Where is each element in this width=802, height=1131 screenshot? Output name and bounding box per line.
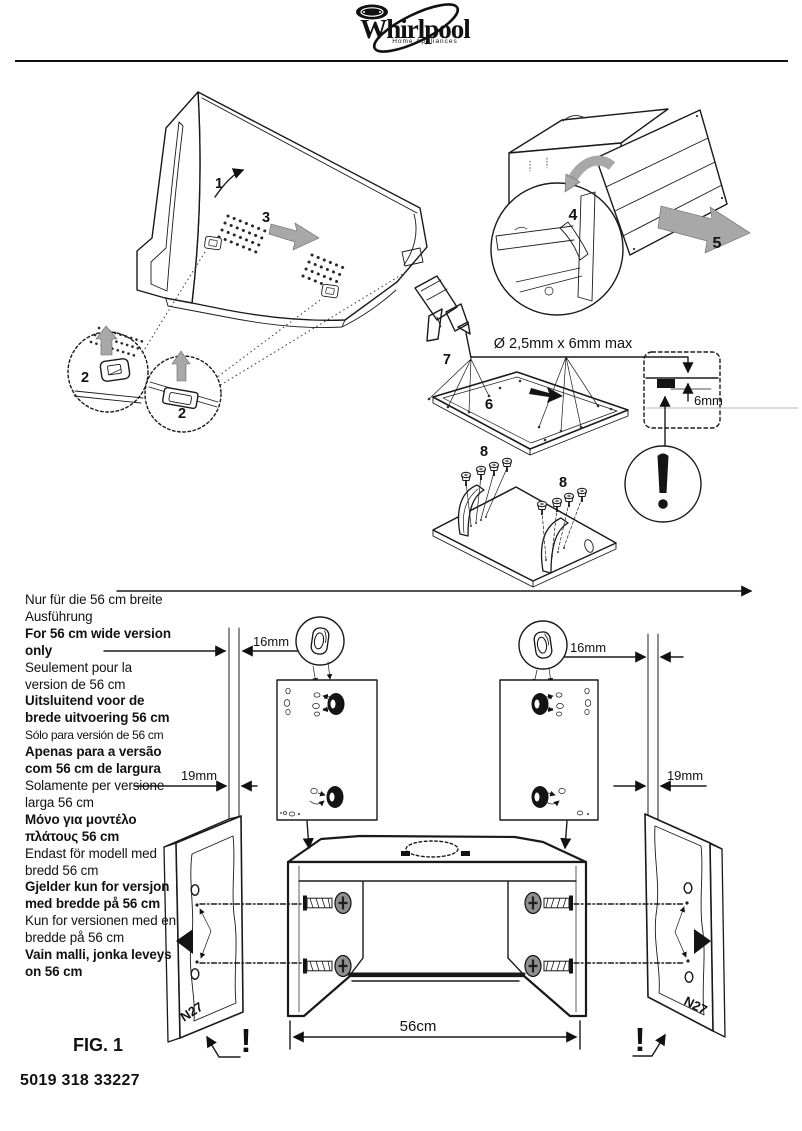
- step-3-label: 3: [262, 210, 270, 226]
- latch-right: [321, 283, 339, 299]
- grommet-detail-right: [518, 620, 568, 685]
- template-right: [499, 679, 599, 821]
- header-divider: [15, 60, 788, 62]
- exclamation-icon: [657, 453, 669, 509]
- step-8-label-a: 8: [480, 444, 488, 460]
- notes-column: Nur für die 56 cm breite Ausführung For …: [25, 592, 178, 981]
- step1-arrow: [214, 168, 245, 198]
- vent-grille-dots: [217, 214, 346, 291]
- step-7-label: 7: [443, 352, 451, 368]
- step5-arrow: [657, 205, 751, 254]
- step-4-label: 4: [569, 207, 578, 224]
- wall-mount-diagram: 16mm 16mm 19mm 19mm: [103, 616, 726, 1059]
- dim-19mm-left: 19mm: [181, 768, 217, 783]
- panel-arrow-icon: [694, 929, 711, 954]
- dim-16mm-left: 16mm: [253, 634, 289, 649]
- push-up-arrow: [95, 325, 118, 356]
- step-5-label: 5: [713, 235, 722, 252]
- step-2-label-a: 2: [81, 370, 89, 386]
- logo-crest-icon: [356, 4, 388, 20]
- latch-detail-circle-right: 2: [144, 350, 222, 433]
- figure-label: FIG. 1: [73, 1035, 124, 1055]
- warning-left: !: [241, 1022, 252, 1059]
- note-sv: Endast för modell med bredd 56 cm: [25, 845, 157, 878]
- push-up-arrow: [171, 350, 191, 382]
- drill-template-illustration: 7 6 Ø 2,5mm x 6mm max: [414, 275, 633, 456]
- step-2-label-b: 2: [178, 406, 186, 422]
- screw-depth-detail: 6mm: [470, 351, 798, 523]
- side-panel-right: N27: [644, 813, 726, 1038]
- note-fi: Vain malli, jonka leveys on 56 cm: [25, 947, 172, 979]
- side-panel-left: N27: [163, 815, 244, 1043]
- dim-16mm-right: 16mm: [570, 640, 606, 655]
- bracket-screws-illustration: 8 8: [432, 444, 617, 588]
- step4-arrow: [568, 155, 616, 181]
- note-en: For 56 cm wide version only: [25, 625, 171, 658]
- grommet-detail-left: [295, 616, 345, 684]
- note-es: Sólo para versión de 56 cm: [25, 728, 164, 743]
- whirlpool-logo: Whirlpool Home Appliances: [356, 3, 472, 53]
- note-da: Kun for versionen med en bredde på 56 cm: [25, 913, 176, 946]
- warning-arrow-right: [632, 1033, 666, 1057]
- warning-circle: [624, 395, 702, 523]
- dim-56cm: 56cm: [400, 1018, 437, 1035]
- note-de: Nur für die 56 cm breite Ausführung: [25, 592, 163, 624]
- note-nl: Uitsluitend voor de brede uitvoering 56 …: [25, 693, 170, 726]
- step3-arrow: [268, 222, 320, 251]
- rear-panel-removal-illustration: 4 5: [490, 108, 751, 316]
- logo-swoosh-icon: [372, 3, 460, 53]
- part-number: 5019 318 33227: [20, 1072, 140, 1089]
- direction-arrow: [529, 387, 563, 403]
- dim-19mm-right: 19mm: [667, 768, 703, 783]
- template-left: [276, 679, 378, 821]
- note-pt: Apenas para a versão com 56 cm de largur…: [25, 744, 162, 777]
- warning-arrow-left: [206, 1035, 241, 1058]
- corner-detail: [495, 191, 596, 302]
- note-it: Solamente per versione larga 56 cm: [25, 777, 165, 810]
- brand-tagline: Home Appliances: [392, 38, 458, 45]
- hood-front-view: [286, 834, 588, 1018]
- drill-holes: [427, 379, 613, 442]
- latch-detail-circle-left: 2: [67, 325, 149, 413]
- step-6-label: 6: [485, 396, 493, 413]
- drill-icon: [414, 275, 472, 359]
- latch-left: [204, 235, 222, 251]
- drill-spec-label: Ø 2,5mm x 6mm max: [494, 336, 633, 352]
- hood-unhook-illustration: 1 3: [136, 91, 428, 387]
- step-1-label: 1: [215, 176, 223, 192]
- note-no: Gjelder kun for versjon med bredde på 56…: [25, 879, 170, 912]
- step-8-label-b: 8: [559, 475, 567, 491]
- panel-arrow-icon: [176, 929, 193, 954]
- note-el: Μόνο για μοντέλο πλάτους 56 cm: [25, 811, 137, 844]
- screw-protrusion-label: 6mm: [694, 393, 723, 408]
- warning-right: !: [635, 1021, 646, 1058]
- note-fr: Seulement pour la version de 56 cm: [25, 659, 132, 692]
